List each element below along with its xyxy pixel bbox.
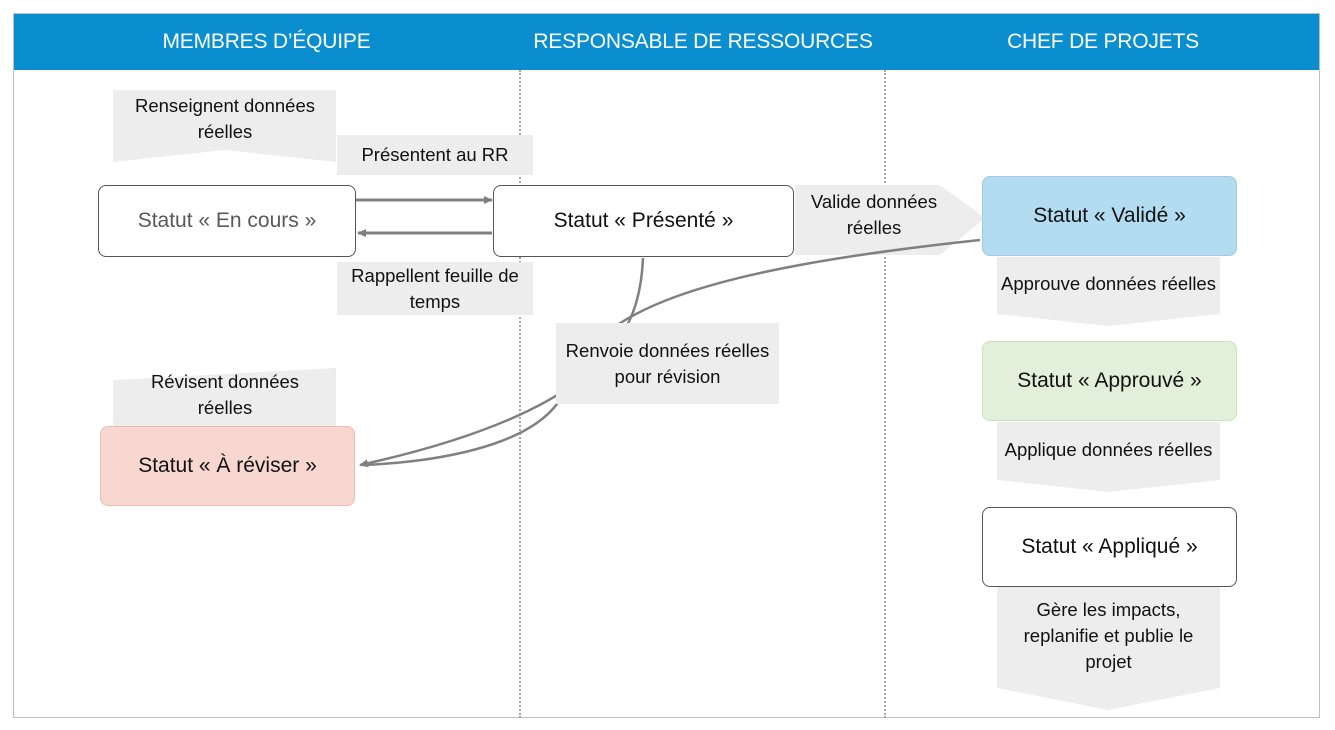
label-rappellent: Rappellent feuille de temps [337,262,533,315]
label-gere: Gère les impacts, replanifie et publie l… [1023,599,1194,672]
label-renvoie: Renvoie données réelles pour révision [556,323,779,404]
column-title-resource-manager: RESPONSABLE DE RESSOURCES [533,30,873,53]
status-presente: Statut « Présenté » [493,185,794,257]
chevron-renseignent [113,90,336,162]
chevron-applique [997,422,1220,492]
status-applique: Statut « Appliqué » [982,507,1237,587]
label-renseignent: Renseignent données réelles [134,95,315,142]
column-title-team: MEMBRES D’ÉQUIPE [162,30,371,53]
chevron-approuve [997,257,1220,326]
status-en-cours: Statut « En cours » [98,185,356,257]
label-presentent: Présentent au RR [337,135,533,175]
chevron-valide [795,185,985,255]
status-approuve: Statut « Approuvé » [982,341,1237,421]
header-band: MEMBRES D’ÉQUIPE RESPONSABLE DE RESSOURC… [14,14,1319,70]
column-title-project-manager: CHEF DE PROJETS [1007,30,1199,53]
column-divider-2 [884,70,886,718]
status-a-reviser: Statut « À réviser » [100,426,355,506]
label-valide-donnees: Valide données réelles [810,191,938,238]
status-valide: Statut « Validé » [982,176,1237,256]
chevron-revisent [113,368,336,426]
label-applique-donnees: Applique données réelles [1004,439,1213,460]
label-approuve-donnees: Approuve données réelles [1001,273,1216,294]
column-divider-1 [519,70,521,718]
label-revisent: Révisent données réelles [150,371,300,418]
chevron-gere [997,587,1220,710]
